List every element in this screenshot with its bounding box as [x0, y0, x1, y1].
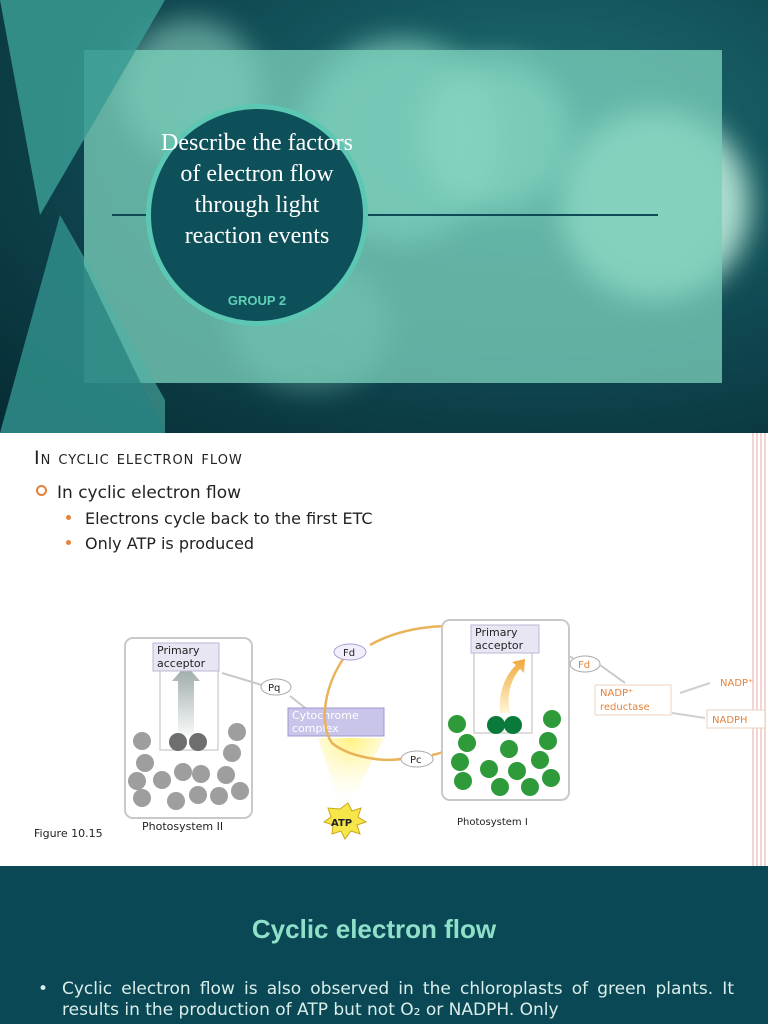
slide3-title: Cyclic electron flow: [0, 914, 748, 945]
primary-acceptor-1-label: Primary: [157, 644, 200, 657]
title-rule-right: [366, 214, 658, 216]
flow-fd-to-reductase: [600, 665, 625, 683]
primary-acceptor-2-label: Primary: [475, 626, 518, 639]
nadp-reductase-label: NADP⁺: [600, 688, 633, 699]
nadph-label: NADPH: [712, 715, 748, 726]
bullet-icon: •: [38, 979, 48, 1000]
flow-nadph-out: [672, 713, 705, 718]
text-slide: Cyclic electron flow • Cyclic electron f…: [0, 866, 768, 1024]
primary-acceptor-2-label: acceptor: [475, 639, 524, 652]
pq-label: Pq: [268, 683, 280, 694]
fd-right-label: Fd: [578, 660, 590, 671]
photosystem-2-label: Photosystem II: [142, 820, 223, 833]
atp-label: ATP: [331, 818, 352, 829]
nadp-reductase-label: reductase: [600, 702, 650, 713]
slide-title: Describe the factors of electron flow th…: [160, 128, 354, 252]
cytochrome-label: complex: [292, 722, 339, 735]
nadp-plus-label: NADP⁺: [720, 678, 753, 689]
flow-nadp-in: [680, 683, 710, 693]
atp-energy-glow: [318, 738, 384, 805]
photosystem-1-label: Photosystem I: [457, 817, 528, 828]
pc-label: Pc: [410, 755, 422, 766]
title-slide: Describe the factors of electron flow th…: [0, 0, 768, 433]
cyclic-electron-flow-diagram: Primary acceptor Photosystem II Pq Cytoc…: [0, 433, 768, 866]
slide3-body-text: Cyclic electron flow is also observed in…: [38, 979, 734, 1021]
left-triangle-decor: [0, 0, 768, 433]
diagram-slide: In cyclic electron flow In cyclic electr…: [0, 433, 768, 866]
fd-left-label: Fd: [343, 648, 355, 659]
slide3-body: • Cyclic electron flow is also observed …: [38, 979, 734, 1021]
primary-acceptor-1-label: acceptor: [157, 657, 206, 670]
figure-caption: Figure 10.15: [34, 827, 103, 840]
slide-subtitle: GROUP 2: [160, 293, 354, 308]
